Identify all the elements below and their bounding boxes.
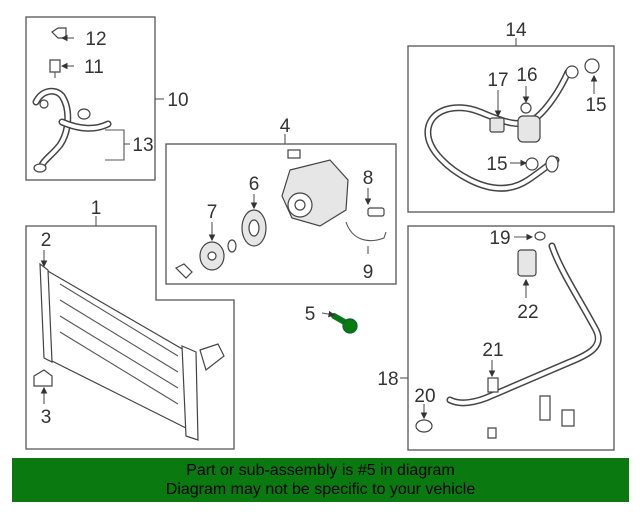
- callout-4: 4: [280, 116, 291, 137]
- callout-17: 17: [487, 70, 508, 91]
- callout-2: 2: [41, 230, 52, 251]
- group-10-box: [25, 16, 164, 181]
- callout-19: 19: [489, 228, 510, 249]
- callout-9: 9: [363, 262, 374, 283]
- group-4-box: [165, 134, 397, 285]
- callout-21: 21: [482, 340, 503, 361]
- callout-labels: 1 2 3 4 5 6 7 8 9 10 11 12 13 14 15 15 1…: [41, 20, 607, 428]
- group-14-box: [407, 38, 615, 213]
- callout-11: 11: [84, 57, 104, 78]
- callout-14: 14: [505, 20, 527, 41]
- callout-20: 20: [414, 386, 435, 407]
- group-1-box: [25, 216, 235, 450]
- callout-8: 8: [363, 168, 374, 189]
- callout-6: 6: [249, 174, 260, 195]
- callout-3: 3: [41, 407, 52, 428]
- callout-5: 5: [305, 304, 316, 325]
- notice-line-2: Diagram may not be specific to your vehi…: [165, 481, 476, 498]
- callout-7: 7: [207, 202, 218, 223]
- callout-10: 10: [167, 90, 188, 111]
- callout-15b: 15: [486, 154, 507, 175]
- callout-15a: 15: [585, 95, 606, 116]
- parts-diagram: 1 2 3 4 5 6 7 8 9 10 11 12 13 14 15 15 1…: [25, 16, 615, 451]
- callout-18: 18: [377, 369, 398, 390]
- group-18-box: [400, 225, 615, 451]
- callout-1: 1: [91, 198, 102, 219]
- diagram-notice-banner: Part or sub-assembly is #5 in diagram Di…: [12, 458, 629, 502]
- leader-arrows: [40, 34, 598, 420]
- callout-22: 22: [517, 302, 538, 323]
- part-5-bolt[interactable]: [331, 313, 358, 334]
- callout-16: 16: [516, 65, 537, 86]
- notice-line-1: Part or sub-assembly is #5 in diagram: [186, 462, 455, 479]
- callout-12: 12: [85, 29, 106, 50]
- callout-13: 13: [132, 135, 153, 156]
